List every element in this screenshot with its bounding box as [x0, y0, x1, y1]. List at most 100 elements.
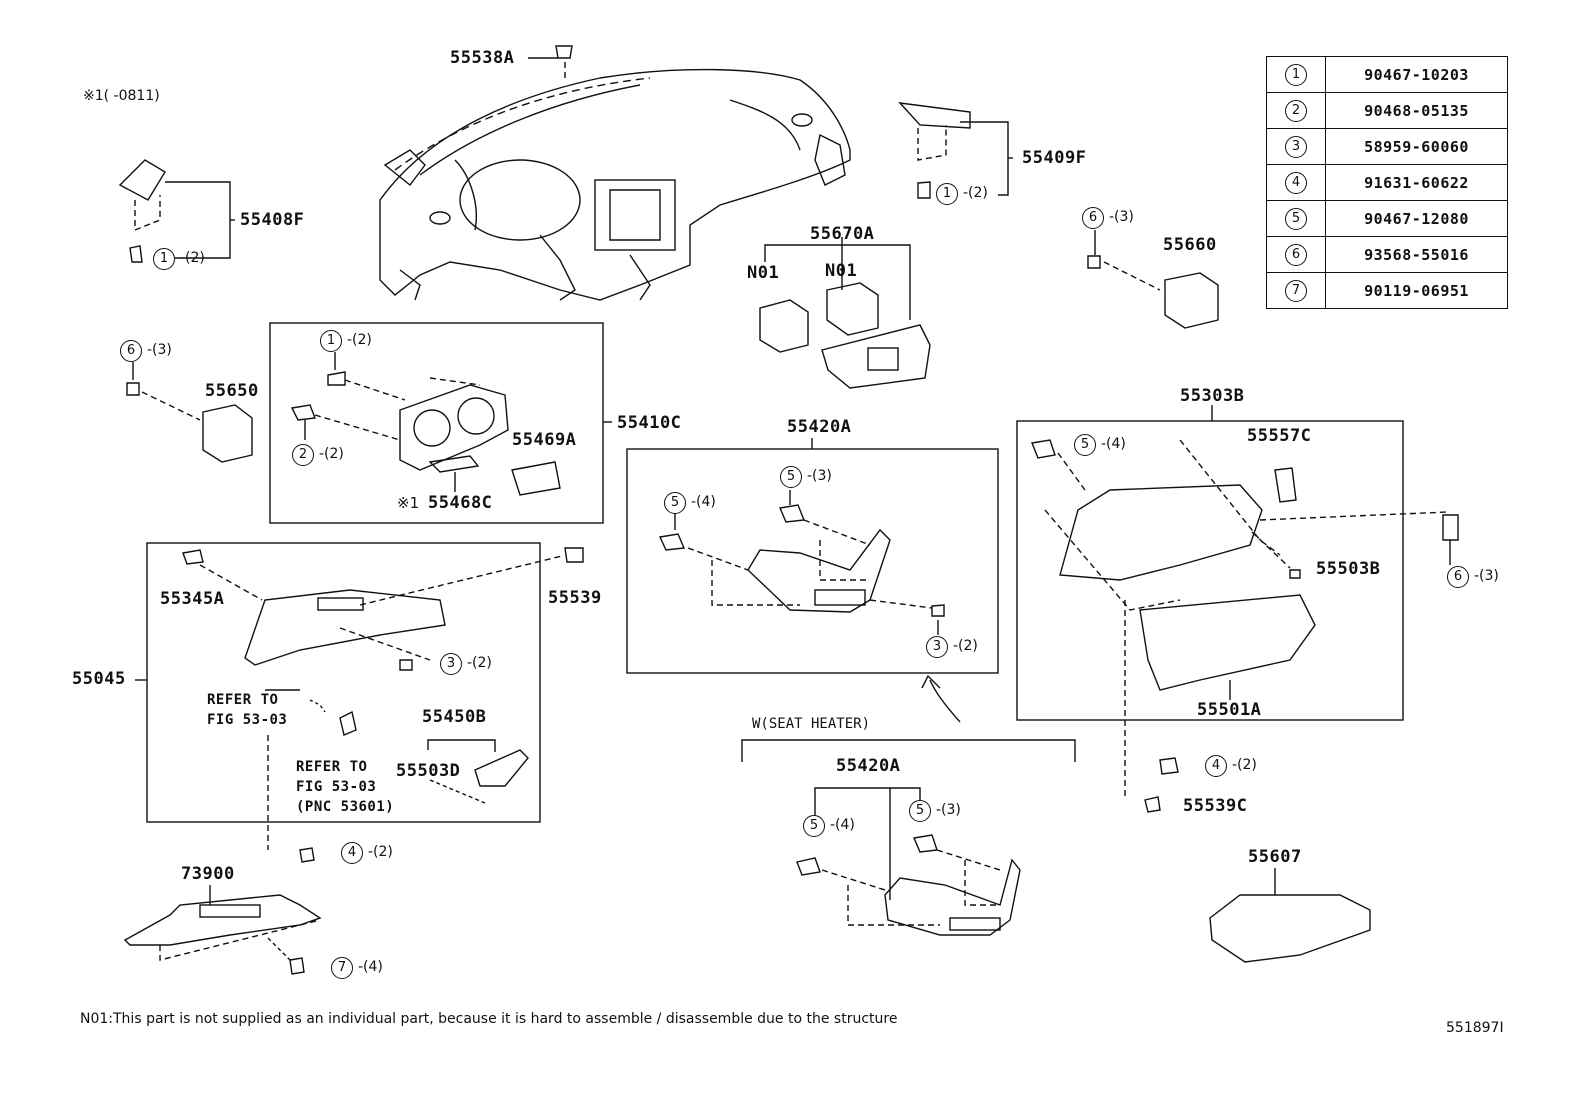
glovebox-housing-55303B [1059, 484, 1263, 581]
part-label-55420A-seat-heater: 55420A [836, 756, 901, 776]
vent-bezel-55670A [821, 324, 931, 389]
part-label-73900: 73900 [181, 864, 235, 884]
part-label-55410C: 55410C [617, 413, 682, 433]
legend-part-number: 90119-06951 [1325, 272, 1508, 309]
callout-circle: 4 [1205, 755, 1227, 777]
callout-qty: -(2) [347, 332, 372, 348]
part-label-55557C: 55557C [1247, 426, 1312, 446]
part-label-55660: 55660 [1163, 235, 1217, 255]
figure-id: 551897I [1446, 1020, 1504, 1036]
callout-qty: -(4) [691, 494, 716, 510]
part-label-55420A: 55420A [787, 417, 852, 437]
vent-n01-right [826, 282, 879, 336]
vent-55650 [202, 404, 253, 463]
group-box-55410C [269, 322, 604, 524]
callout-qty: -(2) [1232, 757, 1257, 773]
vent-n01-left [759, 299, 809, 353]
refer-note: FIG 53-03 [207, 712, 288, 728]
part-label-55045: 55045 [72, 669, 126, 689]
part-label-55503B: 55503B [1316, 559, 1381, 579]
applicability-note: ※1( -0811) [83, 88, 160, 104]
part-label-55345A: 55345A [160, 589, 225, 609]
part-label-55408F: 55408F [240, 210, 305, 230]
refer-note: (PNC 53601) [296, 799, 395, 815]
part-label-55409F: 55409F [1022, 148, 1087, 168]
callout-circle: 7 [331, 957, 353, 979]
cover-55409F [898, 102, 971, 129]
callout-qty: -(2) [953, 638, 978, 654]
group-box-55045 [146, 542, 541, 823]
callout-circle: 5 [664, 492, 686, 514]
part-label-55539C: 55539C [1183, 796, 1248, 816]
callout-qty: -(3) [936, 802, 961, 818]
callout-circle: 2 [292, 444, 314, 466]
callout-circle: 5 [780, 466, 802, 488]
callout-circle: 4 [341, 842, 363, 864]
lower-panel-55045 [244, 589, 446, 666]
part-label-55450B: 55450B [422, 707, 487, 727]
callout-circle: 6 [120, 340, 142, 362]
callout-qty: -(4) [830, 817, 855, 833]
instrument-panel-drawing [379, 68, 851, 301]
callout-circle: 5 [803, 815, 825, 837]
callout-circle: 1 [320, 330, 342, 352]
part-label-55469A: 55469A [512, 430, 577, 450]
panel-55469A [511, 461, 561, 496]
refer-note: REFER TO [296, 759, 368, 775]
variant-label-seat-heater: W(SEAT HEATER) [752, 716, 871, 732]
legend-part-number: 90467-10203 [1325, 56, 1508, 93]
part-label-55501A: 55501A [1197, 700, 1262, 720]
part-label-n01: N01 [747, 263, 780, 283]
legend-part-number: 91631-60622 [1325, 164, 1508, 201]
group-box-55303B [1016, 420, 1404, 721]
callout-qty: -(2) [467, 655, 492, 671]
callout-qty: -(2) [319, 446, 344, 462]
part-label-55538A: 55538A [450, 48, 515, 68]
footnote-n01: N01:This part is not supplied as an indi… [80, 1011, 898, 1027]
legend-part-number: 58959-60060 [1325, 128, 1508, 165]
part-label-55607: 55607 [1248, 847, 1302, 867]
callout-qty: -(3) [147, 342, 172, 358]
vent-55660 [1164, 272, 1219, 329]
part-label-55503D: 55503D [396, 761, 461, 781]
callout-qty: -(3) [1474, 568, 1499, 584]
callout-qty: -(4) [1101, 436, 1126, 452]
callout-circle: 5 [1074, 434, 1096, 456]
part-label-55539: 55539 [548, 588, 602, 608]
part-label-55650: 55650 [205, 381, 259, 401]
glovebox-liner-55607 [1209, 894, 1371, 963]
callout-circle: 5 [909, 800, 931, 822]
callout-qty: -(4) [358, 959, 383, 975]
part-label-55303B: 55303B [1180, 386, 1245, 406]
callout-qty: -(3) [807, 468, 832, 484]
refer-note: REFER TO [207, 692, 279, 708]
refer-note: FIG 53-03 [296, 779, 377, 795]
legend-part-number: 90468-05135 [1325, 92, 1508, 129]
cover-55408F [118, 159, 166, 201]
panel-55468C [428, 455, 480, 473]
center-console-panel-55420A [747, 528, 891, 613]
callout-circle: 1 [936, 183, 958, 205]
glovebox-door-55501A [1139, 594, 1316, 691]
part-label-55468C: 55468C [428, 493, 493, 513]
legend-part-number: 93568-55016 [1325, 236, 1508, 273]
callout-circle: 1 [153, 248, 175, 270]
callout-qty: -(3) [1109, 209, 1134, 225]
bracket-73900 [123, 894, 322, 946]
callout-qty: -(2) [963, 185, 988, 201]
callout-circle: 3 [440, 653, 462, 675]
callout-circle: 6 [1082, 207, 1104, 229]
callout-qty: -(2) [180, 250, 205, 266]
pocket-55450B [474, 749, 529, 787]
center-console-panel-55420A-seat-heater [884, 858, 1021, 936]
part-label-55670A: 55670A [810, 224, 875, 244]
part-label-n01: N01 [825, 261, 858, 281]
